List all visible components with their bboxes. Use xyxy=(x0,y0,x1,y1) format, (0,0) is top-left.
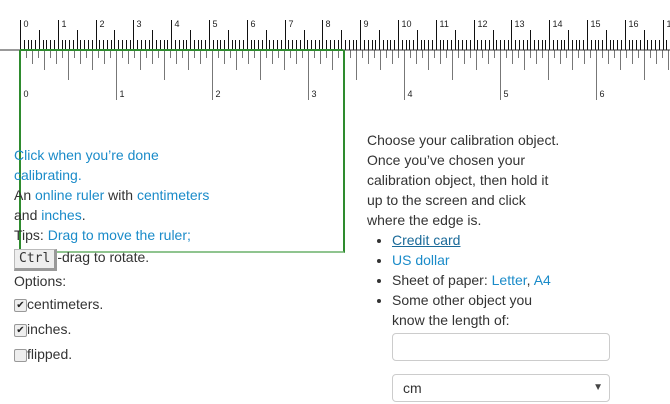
cm-tick-label: 4 xyxy=(175,19,180,29)
intro-prefix: An xyxy=(14,187,32,203)
list-item: Some other object you know the length of… xyxy=(392,290,610,402)
flipped-checkbox[interactable] xyxy=(14,349,27,362)
list-item: US dollar xyxy=(392,250,567,270)
cm-tick-label: 13 xyxy=(515,19,525,29)
length-input[interactable] xyxy=(392,333,610,361)
dropdown-arrow-icon: ▼ xyxy=(593,382,603,393)
unit-select[interactable]: cm ▼ xyxy=(392,374,610,402)
options-label: Options: xyxy=(14,273,67,289)
inches-link[interactable]: inches xyxy=(41,207,82,223)
ruler[interactable]: 012345678910111213141516170123456 xyxy=(0,0,670,110)
option-inches[interactable]: ✔inches. xyxy=(14,316,219,341)
cm-tick-label: 15 xyxy=(591,19,601,29)
inch-tick-label: 1 xyxy=(120,89,125,99)
cm-tick-label: 1 xyxy=(62,19,67,29)
cm-tick-label: 10 xyxy=(402,19,412,29)
us-dollar-link[interactable]: US dollar xyxy=(392,252,450,268)
cm-tick-label: 6 xyxy=(251,19,256,29)
right-panel: Choose your calibration object. Once you… xyxy=(367,130,610,402)
calibration-instructions: Choose your calibration object. Once you… xyxy=(367,132,560,228)
cm-tick-label: 11 xyxy=(440,19,449,29)
left-panel: Click when you’re done calibrating. An o… xyxy=(14,145,219,366)
inch-tick-label: 4 xyxy=(408,89,413,99)
list-item: Sheet of paper: Letter, A4 xyxy=(392,270,567,290)
intro-period: . xyxy=(81,207,86,223)
inch-tick-label: 6 xyxy=(600,89,605,99)
list-item: Credit card xyxy=(392,230,567,250)
inches-checkbox[interactable]: ✔ xyxy=(14,324,27,337)
sheet-label: Sheet of paper: xyxy=(392,272,488,288)
credit-card-link[interactable]: Credit card xyxy=(392,232,461,248)
done-calibrating-link[interactable]: Click when you’re done calibrating. xyxy=(14,147,159,183)
intro-with: with xyxy=(108,187,134,203)
cm-tick-label: 12 xyxy=(478,19,488,29)
comma: , xyxy=(526,272,531,288)
a4-link[interactable]: A4 xyxy=(533,272,551,288)
cm-tick-label: 9 xyxy=(364,19,369,29)
option-flipped[interactable]: flipped. xyxy=(14,341,219,366)
online-ruler-link[interactable]: online ruler xyxy=(35,187,105,203)
inch-tick-label: 0 xyxy=(24,89,29,99)
inch-tick-label: 5 xyxy=(504,89,509,99)
option-label: centimeters. xyxy=(27,295,104,312)
option-centimeters[interactable]: ✔centimeters. xyxy=(14,291,219,316)
tips-label: Tips: xyxy=(14,227,44,243)
option-label: inches. xyxy=(27,320,72,337)
inch-tick-label: 2 xyxy=(216,89,221,99)
ctrl-key: Ctrl xyxy=(14,249,58,271)
drag-tip-link[interactable]: Drag to move the ruler; xyxy=(47,227,191,243)
cm-tick-label: 17 xyxy=(667,19,670,29)
centimeters-checkbox[interactable]: ✔ xyxy=(14,299,27,312)
cm-tick-label: 14 xyxy=(553,19,563,29)
unit-selected: cm xyxy=(403,380,422,396)
rotate-tip: -drag to rotate. xyxy=(57,249,150,265)
intro-and: and xyxy=(14,207,38,223)
centimeters-link[interactable]: centimeters xyxy=(136,187,210,203)
other-object-label: Some other object you know the length of… xyxy=(392,292,533,328)
cm-tick-label: 3 xyxy=(137,19,142,29)
cm-tick-label: 8 xyxy=(326,19,331,29)
cm-tick-label: 5 xyxy=(213,19,218,29)
cm-tick-label: 2 xyxy=(100,19,105,29)
calibration-box[interactable] xyxy=(19,50,345,253)
cm-tick-label: 16 xyxy=(629,19,639,29)
calibration-object-list: Credit card US dollar Sheet of paper: Le… xyxy=(367,230,610,402)
option-label: flipped. xyxy=(27,345,73,362)
cm-tick-label: 0 xyxy=(24,19,29,29)
cm-tick-label: 7 xyxy=(289,19,294,29)
inch-tick-label: 3 xyxy=(312,89,317,99)
letter-link[interactable]: Letter xyxy=(491,272,527,288)
